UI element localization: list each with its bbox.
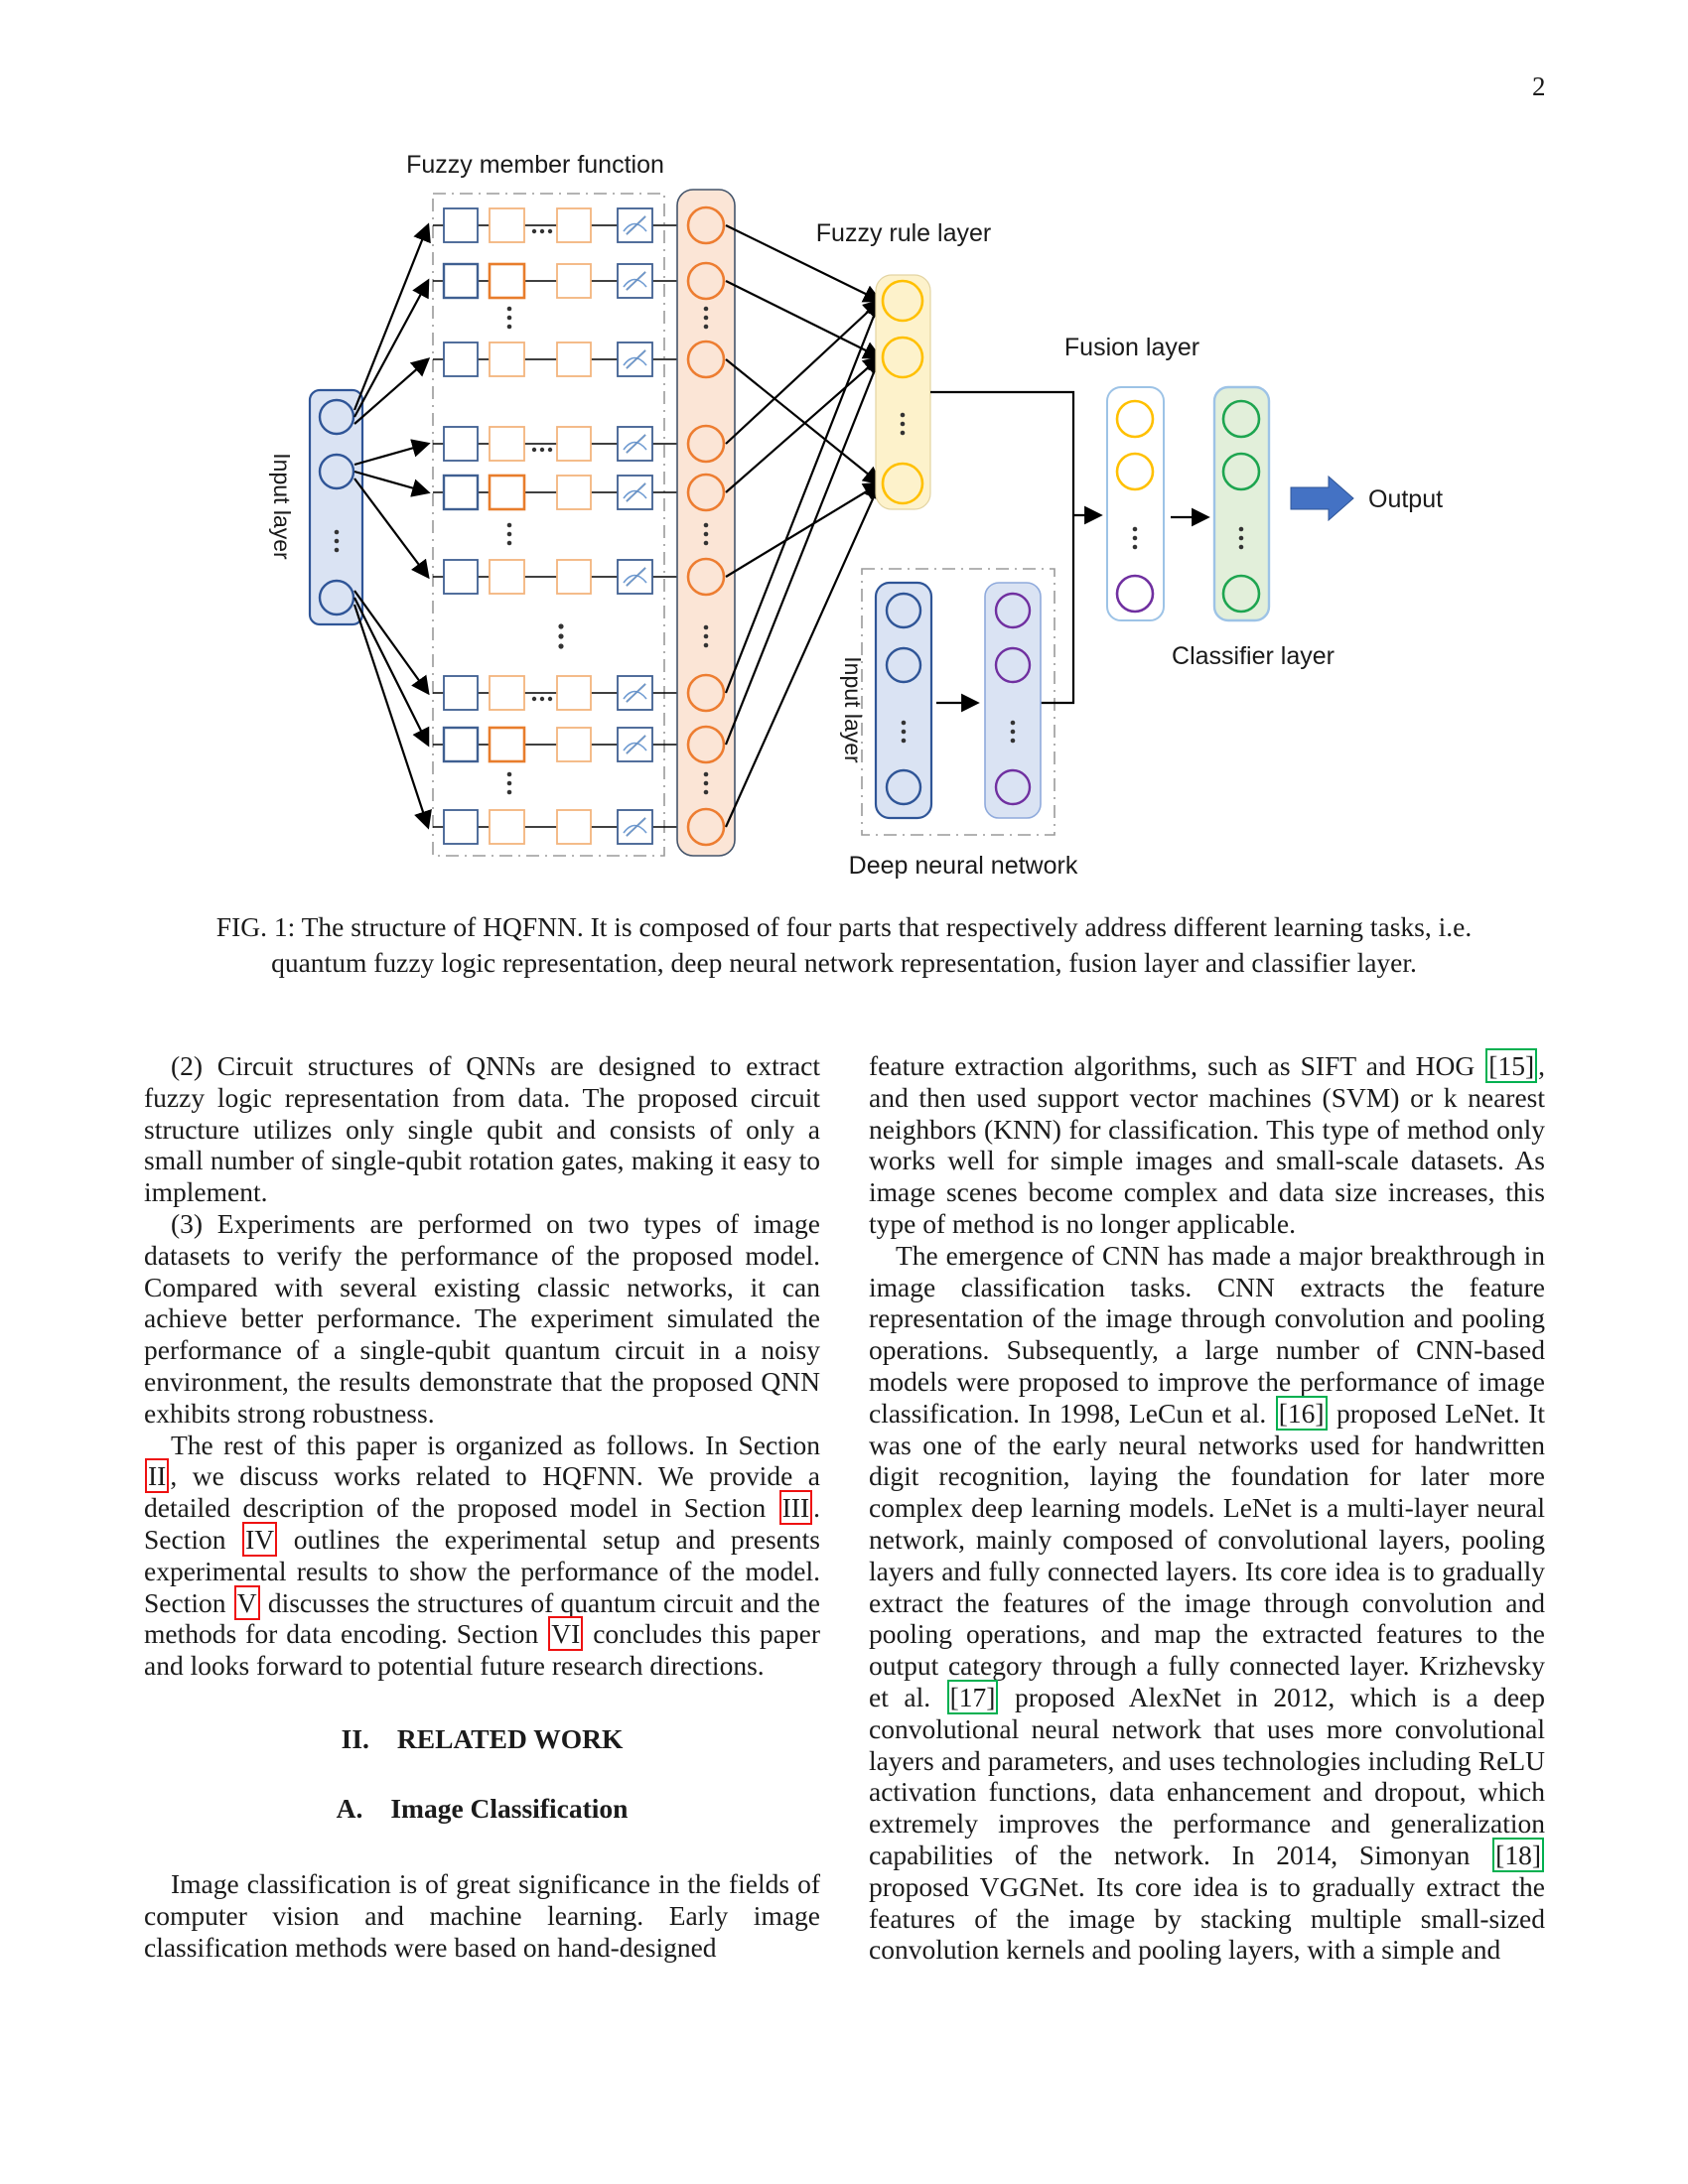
section-ref[interactable]: VI — [548, 1616, 584, 1652]
paragraph: The emergence of CNN has made a major br… — [869, 1239, 1545, 1966]
label-classifier-layer: Classifier layer — [1172, 642, 1335, 670]
paragraph: (2) Circuit structures of QNNs are desig… — [144, 1050, 820, 1208]
label-fuzzy-rule-layer: Fuzzy rule layer — [816, 219, 991, 247]
figure-caption-line2: quantum fuzzy logic representation, deep… — [271, 947, 1417, 978]
heading-title: RELATED WORK — [396, 1722, 624, 1754]
paragraph: (3) Experiments are performed on two typ… — [144, 1207, 820, 1429]
heading-number: A. — [336, 1792, 363, 1824]
label-fuzzy-member-function: Fuzzy member function — [406, 151, 664, 179]
subsection-heading: A. Image Classification — [144, 1793, 820, 1825]
section-ref[interactable]: IV — [242, 1521, 278, 1557]
citation-ref[interactable]: [18] — [1492, 1837, 1544, 1872]
label-deep-neural-network: Deep neural network — [849, 852, 1078, 880]
heading-title: Image Classification — [390, 1792, 629, 1824]
right-column: feature extraction algorithms, such as S… — [869, 1048, 1545, 1966]
label-output: Output — [1368, 485, 1443, 513]
citation-ref[interactable]: [17] — [946, 1679, 999, 1714]
section-heading: II. RELATED WORK — [144, 1723, 820, 1755]
section-ref[interactable]: III — [778, 1490, 813, 1526]
label-dnn-input-layer: Input layer — [840, 656, 866, 763]
label-fusion-layer: Fusion layer — [1064, 334, 1199, 361]
label-input-layer: Input layer — [269, 453, 295, 560]
section-ref[interactable]: II — [145, 1458, 170, 1494]
figure-caption-line1: FIG. 1: The structure of HQFNN. It is co… — [215, 911, 1473, 942]
paragraph: Image classification is of great signifi… — [144, 1867, 820, 1963]
paragraph: feature extraction algorithms, such as S… — [869, 1048, 1545, 1239]
citation-ref[interactable]: [16] — [1275, 1395, 1328, 1431]
citation-ref[interactable]: [15] — [1485, 1048, 1538, 1083]
heading-number: II. — [341, 1722, 369, 1754]
figure-caption: FIG. 1: The structure of HQFNN. It is co… — [139, 909, 1549, 981]
figure-1-diagram: Fuzzy member function Input layer Fuzzy … — [269, 151, 1443, 880]
page-number: 2 — [1532, 71, 1546, 101]
section-ref[interactable]: V — [233, 1584, 260, 1620]
paragraph: The rest of this paper is organized as f… — [144, 1429, 820, 1682]
left-column: (2) Circuit structures of QNNs are desig… — [144, 1050, 820, 1963]
